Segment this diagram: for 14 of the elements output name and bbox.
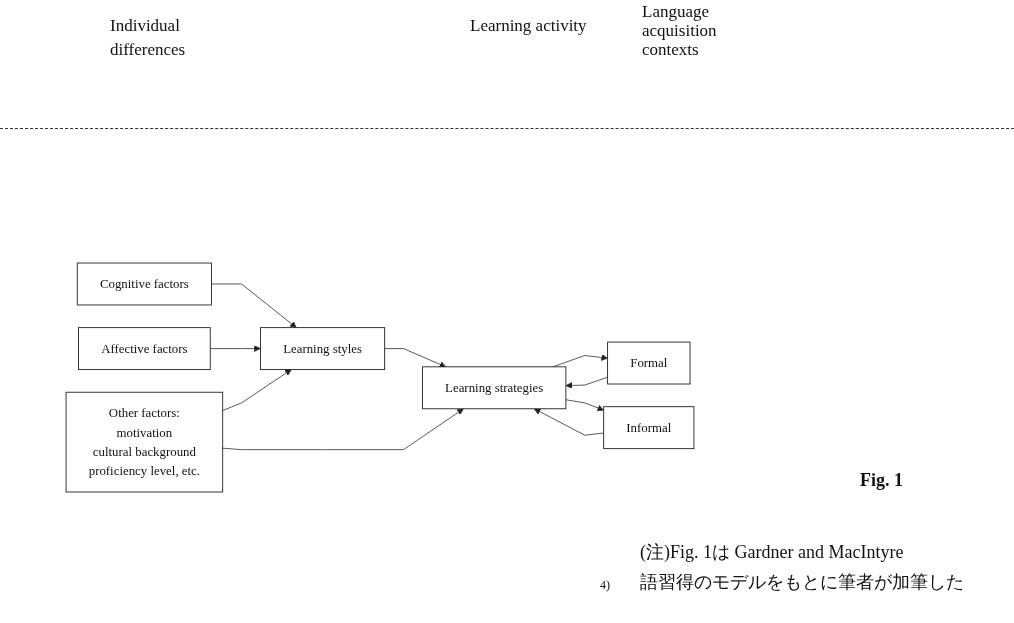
node-box: Cognitive factors <box>76 262 212 306</box>
node-box: Affective factors <box>78 327 211 371</box>
column-heading: Language acquisition contexts <box>642 2 718 59</box>
node-box: Informal <box>603 406 695 450</box>
column-heading: Individual differences <box>110 15 187 61</box>
node-box: Other factors: motivation cultural background proficiency level, etc. <box>65 391 224 493</box>
note-text: (注)Fig. 1は Gardner and MacIntyre <box>640 541 904 564</box>
node-box: Learning styles <box>260 327 386 371</box>
note-text: 語習得のモデルをもとに筆者が加筆した <box>640 571 964 594</box>
node-box: Formal <box>607 341 691 385</box>
column-heading: Learning activity <box>470 15 588 37</box>
footnote-mark: 4) <box>600 578 610 593</box>
node-box: Learning strategies <box>422 366 567 410</box>
figure-caption: Fig. 1 <box>860 470 903 491</box>
